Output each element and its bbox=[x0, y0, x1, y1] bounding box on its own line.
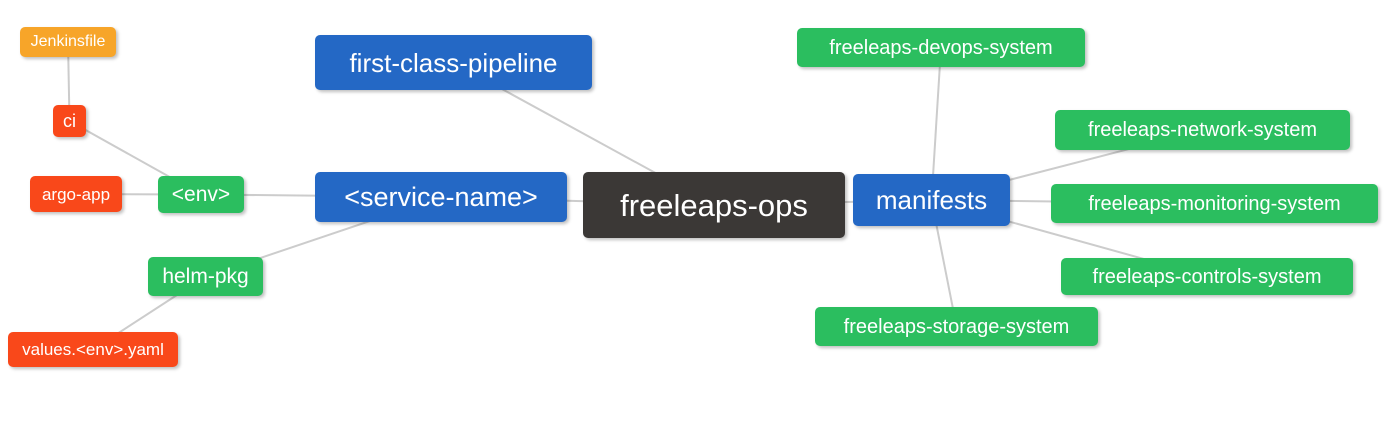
node-freeleaps-ops[interactable]: freeleaps-ops bbox=[583, 172, 845, 238]
node-ci[interactable]: ci bbox=[53, 105, 86, 137]
node-freeleaps-controls-system[interactable]: freeleaps-controls-system bbox=[1061, 258, 1353, 295]
node-values-env-yaml[interactable]: values.<env>.yaml bbox=[8, 332, 178, 367]
node-freeleaps-monitoring-system[interactable]: freeleaps-monitoring-system bbox=[1051, 184, 1378, 223]
node-manifests[interactable]: manifests bbox=[853, 174, 1010, 226]
node-env[interactable]: <env> bbox=[158, 176, 244, 213]
node-service-name[interactable]: <service-name> bbox=[315, 172, 567, 222]
node-first-class-pipeline[interactable]: first-class-pipeline bbox=[315, 35, 592, 90]
node-freeleaps-devops-system[interactable]: freeleaps-devops-system bbox=[797, 28, 1085, 67]
node-jenkinsfile[interactable]: Jenkinsfile bbox=[20, 27, 116, 57]
node-argo-app[interactable]: argo-app bbox=[30, 176, 122, 212]
node-freeleaps-network-system[interactable]: freeleaps-network-system bbox=[1055, 110, 1350, 150]
node-freeleaps-storage-system[interactable]: freeleaps-storage-system bbox=[815, 307, 1098, 346]
node-helm-pkg[interactable]: helm-pkg bbox=[148, 257, 263, 296]
